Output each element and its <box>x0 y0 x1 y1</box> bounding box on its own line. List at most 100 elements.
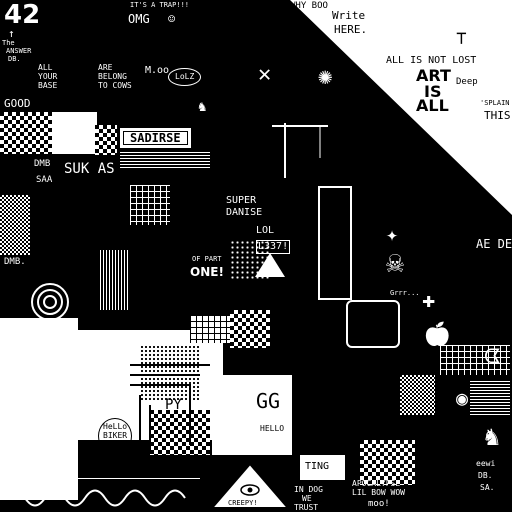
white-block-pyramid-area <box>212 375 292 455</box>
ghost-icon: ☺ <box>168 12 176 26</box>
bird-icon: ♞ <box>484 422 500 452</box>
white-block-left <box>0 318 78 500</box>
svg-text:GG: GG <box>256 389 280 413</box>
super-danise-1: SUPER <box>226 195 257 206</box>
triangle-shape <box>255 253 285 277</box>
answer-line2: ANSWER <box>6 47 32 55</box>
suk-as-text: SUK AS <box>64 161 115 177</box>
this-text: THIS! <box>484 109 512 122</box>
arrow-up-icon: ↑ <box>8 27 15 40</box>
tower-crane-icon <box>272 123 328 178</box>
moo-text: M.oo <box>145 65 170 76</box>
l337-text: L337! <box>256 240 291 254</box>
saa-text: SAA <box>36 175 53 185</box>
cross-icon: ✕ <box>258 62 272 87</box>
pacman-icon: ᗧ <box>484 344 501 368</box>
apple-icon: 🍎︎ <box>422 320 453 348</box>
biker-line2: BIKER <box>103 430 128 440</box>
ae-de-text: AE DE <box>476 237 512 251</box>
maze-tile <box>360 440 415 485</box>
white-small-right <box>300 455 345 480</box>
in-dog-text: IN DOG <box>294 485 323 494</box>
super-danise-2: DANISE <box>226 207 263 218</box>
eye-pyramid-icon <box>210 462 290 509</box>
dmb-text: DMB <box>34 159 51 169</box>
checker-tile <box>0 112 52 154</box>
fine-check-right <box>400 375 435 415</box>
splain-text: 'SPLAIN <box>480 99 510 107</box>
flag-icon: ⚑ <box>358 96 374 126</box>
vertical-stripes <box>100 250 130 310</box>
eye-icon: ◉ <box>456 386 469 410</box>
grrr-text: Grrr... <box>390 289 420 297</box>
stripe-bar <box>120 150 210 168</box>
grid-tile <box>130 185 170 225</box>
bug-shape <box>346 300 400 348</box>
deep-text: Deep <box>456 77 478 87</box>
all-text: ALL <box>416 96 449 115</box>
figure-icon: ♞ <box>198 99 207 115</box>
lolz-bubble: LoLZ <box>168 68 202 86</box>
grid-right <box>440 345 510 375</box>
of-part-text: OF PART <box>192 255 222 263</box>
all-your-base-1: ALL <box>38 63 53 72</box>
target-icon: ✺ <box>318 62 333 90</box>
why-boo-text: WHY BOO <box>290 1 328 11</box>
apocalypse-text: APOCALYPSE <box>352 479 401 488</box>
good-text: GOOD <box>4 97 31 110</box>
we-text: WE <box>302 494 312 503</box>
answer-line1: The <box>2 39 15 47</box>
here-text: HERE. <box>334 23 368 36</box>
tall-column <box>318 186 352 300</box>
is-text: IS <box>424 82 442 101</box>
biker-line3: DOOD <box>105 439 125 449</box>
sadirse-banner: SADIRSE <box>120 128 191 148</box>
circuit-lines <box>130 364 210 450</box>
moo2-text: moo! <box>368 499 390 509</box>
art-text: ART <box>416 66 451 85</box>
one-text: ONE! <box>190 265 224 279</box>
omg-text: OMG <box>128 12 150 26</box>
biker-bubble: HeLLo BIKER DOOD <box>98 418 133 455</box>
dmb2-text: DMB. <box>4 257 26 267</box>
plus-cluster-icon: ✚ <box>422 288 436 313</box>
checker-bottom <box>150 410 210 455</box>
creepy-text: CREEPY! <box>228 499 258 507</box>
ting-text: TING <box>305 461 330 472</box>
biker-line1: HeLLo <box>103 422 128 431</box>
grid-white-tile <box>190 315 230 343</box>
all-your-base-3: BASE <box>38 81 58 90</box>
db-text: DB. <box>478 471 493 480</box>
py-text: PY <box>165 397 182 413</box>
sa-text: SA. <box>480 483 495 492</box>
gg-letters: GG <box>256 389 280 413</box>
doodle-strip <box>0 478 200 512</box>
are-belong-3: TO COWS <box>98 81 132 90</box>
checker-small <box>95 125 117 155</box>
lil-bow-wow-text: LIL BOW WOW <box>352 488 405 497</box>
screw-icon: ⊤ <box>456 28 467 49</box>
lol-text: LOL <box>256 225 275 236</box>
fine-check-tile <box>0 195 30 255</box>
sparkle-icon: ✦ <box>386 222 399 246</box>
number-42: 42 <box>4 0 41 30</box>
stripe-right <box>470 380 510 415</box>
write-text: Write <box>332 9 366 22</box>
trap-text: IT'S A TRAP!!! <box>130 1 190 9</box>
are-belong-1: ARE <box>98 63 113 72</box>
hdd-text: HDD <box>290 19 307 29</box>
answer-line3: DB. <box>8 55 21 63</box>
doodle-squiggles <box>4 489 186 507</box>
all-your-base-2: YOUR <box>38 72 58 81</box>
hello-text: HELLO <box>260 424 285 433</box>
checker-mid <box>230 310 270 348</box>
trust-text: TRUST <box>294 503 319 512</box>
are-belong-2: BELONG <box>98 72 127 81</box>
eewi-text: eewi <box>476 459 496 468</box>
white-tile <box>52 112 97 154</box>
skull-icon: ☠ <box>386 245 405 280</box>
all-is-not-lost: ALL IS NOT LOST <box>386 55 477 66</box>
concentric-circles-icon <box>31 283 69 321</box>
